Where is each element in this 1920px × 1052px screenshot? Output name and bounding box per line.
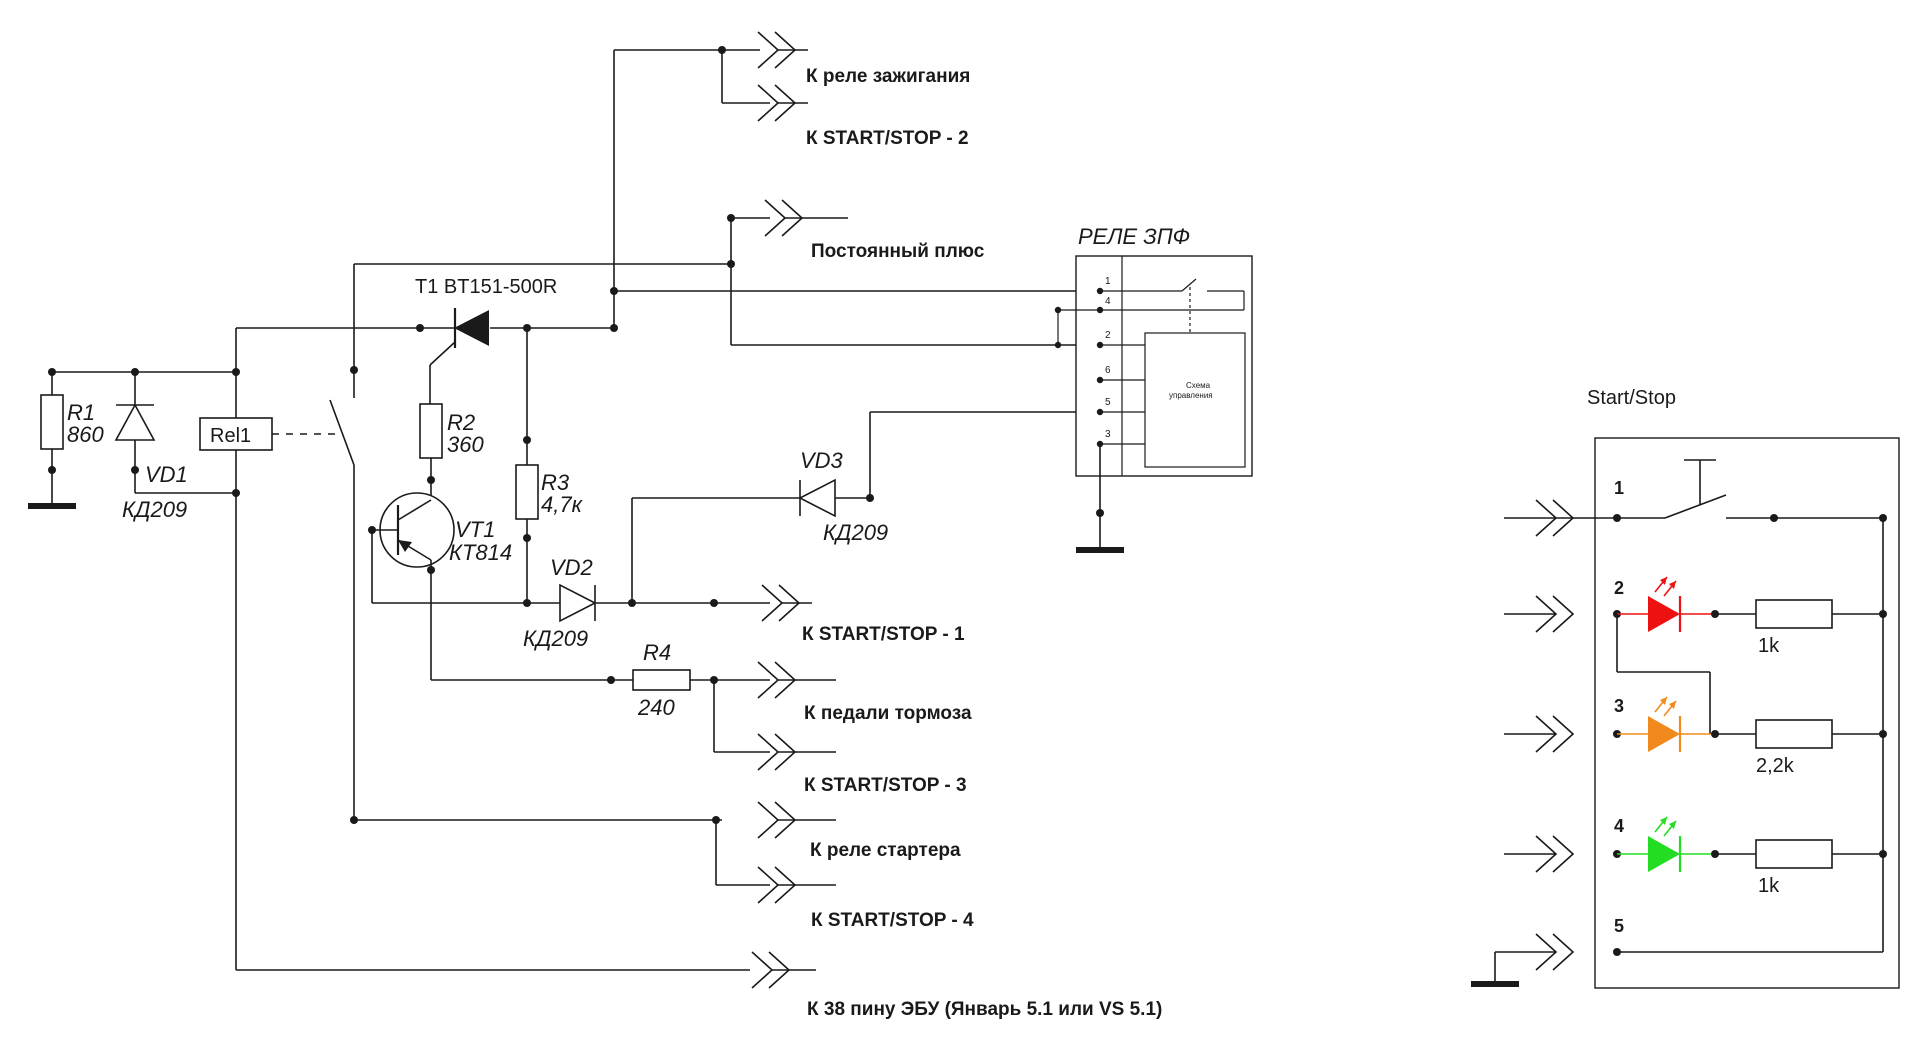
label-start-stop-1: К START/STOP - 1 <box>802 624 965 645</box>
relay-zpf: РЕЛЕ ЗПФ 1 4 2 6 5 3 <box>1054 224 1253 553</box>
pin3-label: 3 <box>1614 696 1624 716</box>
zpf-pin-6: 6 <box>1105 365 1111 376</box>
t1-label: T1 BT151-500R <box>415 276 557 298</box>
zpf-pin-4: 4 <box>1105 296 1111 307</box>
resistor-r4: R4 240 <box>431 640 770 753</box>
diode-vd1: VD1 КД209 <box>114 372 236 522</box>
start-stop-pin5: 5 <box>1471 916 1883 987</box>
connector-brake-pedal[interactable]: К педали тормоза <box>757 661 972 724</box>
vt1-type: КТ814 <box>449 540 512 565</box>
rel1-switch <box>329 264 722 824</box>
zpf-control-line2: управления <box>1169 391 1213 400</box>
vt1-name: VT1 <box>455 517 495 542</box>
start-stop-pin1: 1 <box>1504 459 1887 537</box>
r4-value: 240 <box>637 695 675 720</box>
resistor-1k-b: 1k <box>1758 875 1780 897</box>
vd1-name: VD1 <box>145 462 188 487</box>
wire-ignition <box>610 46 1100 328</box>
pin5-label: 5 <box>1614 916 1624 936</box>
resistor-1k-a: 1k <box>1758 635 1780 657</box>
pin4-label: 4 <box>1614 816 1624 836</box>
wire-const-plus-top <box>354 214 1100 346</box>
thyristor-t1: T1 BT151-500R <box>415 276 618 404</box>
zpf-pin-2: 2 <box>1105 330 1111 341</box>
pin2-label: 2 <box>1614 578 1624 598</box>
r4-name: R4 <box>643 640 671 665</box>
label-ecu-pin38: К 38 пину ЭБУ (Январь 5.1 или VS 5.1) <box>807 999 1162 1020</box>
vd2-name: VD2 <box>550 555 593 580</box>
connector-constant-plus[interactable]: Постоянный плюс <box>764 199 985 262</box>
wire-starter <box>712 816 770 886</box>
r1-value: 860 <box>67 422 104 447</box>
label-start-stop-3: К START/STOP - 3 <box>804 775 967 796</box>
zpf-pin-3: 3 <box>1105 429 1111 440</box>
connector-start-stop-3[interactable]: К START/STOP - 3 <box>757 733 967 796</box>
start-stop-panel: Start/Stop 1 2 <box>1471 387 1900 989</box>
diode-vd2: VD2 КД209 <box>523 555 770 651</box>
rel1-label: Rel1 <box>210 425 251 447</box>
r2-value: 360 <box>447 432 484 457</box>
zpf-control-line1: Схема <box>1186 381 1211 390</box>
vd2-type: КД209 <box>523 626 588 651</box>
pin1-label: 1 <box>1614 478 1624 498</box>
label-start-stop-2: К START/STOP - 2 <box>806 128 969 149</box>
start-stop-pin4: 4 1k <box>1504 816 1887 897</box>
led-orange-icon <box>1648 716 1680 752</box>
vd1-type: КД209 <box>122 497 187 522</box>
label-start-stop-4: К START/STOP - 4 <box>811 910 974 931</box>
diode-vd3: VD3 КД209 <box>631 411 1100 603</box>
label-brake-pedal: К педали тормоза <box>804 703 972 724</box>
zpf-pin-1: 1 <box>1105 276 1111 287</box>
connector-start-stop-2[interactable]: К START/STOP - 2 <box>757 84 969 149</box>
supply-wire-left <box>48 368 240 376</box>
transistor-vt1: VT1 КТ814 <box>368 492 560 680</box>
zpf-pin-5: 5 <box>1105 397 1111 408</box>
connector-start-stop-1[interactable]: К START/STOP - 1 <box>761 584 965 645</box>
r1-name: R1 <box>67 400 95 425</box>
label-constant-plus: Постоянный плюс <box>811 241 985 262</box>
relay-rel1: Rel1 <box>199 372 340 970</box>
r3-value: 4,7к <box>541 492 584 517</box>
vd3-name: VD3 <box>800 448 844 473</box>
resistor-2-2k: 2,2k <box>1756 755 1795 777</box>
connector-starter-relay[interactable]: К реле стартера <box>757 801 961 861</box>
connector-start-stop-4[interactable]: К START/STOP - 4 <box>757 866 974 931</box>
connector-ignition[interactable]: К реле зажигания <box>757 31 970 87</box>
connector-ecu-pin38[interactable]: К 38 пину ЭБУ (Январь 5.1 или VS 5.1) <box>751 951 1162 1020</box>
r3-name: R3 <box>541 470 570 495</box>
label-ignition-relay: К реле зажигания <box>806 66 970 87</box>
start-stop-pin2: 2 1k <box>1504 576 1887 734</box>
resistor-r3: R3 4,7к <box>515 328 584 603</box>
relay-zpf-title: РЕЛЕ ЗПФ <box>1078 224 1190 249</box>
vd3-type: КД209 <box>823 520 888 545</box>
resistor-r2: R2 360 <box>419 403 484 500</box>
wire-t1-gate-line <box>235 324 455 372</box>
start-stop-pin3: 3 2,2k <box>1504 696 1887 777</box>
led-red-icon <box>1648 596 1680 632</box>
resistor-r1: R1 860 <box>40 394 104 474</box>
led-green-icon <box>1648 836 1680 872</box>
r2-name: R2 <box>447 410 475 435</box>
label-starter-relay: К реле стартера <box>810 840 961 861</box>
start-stop-title: Start/Stop <box>1587 387 1676 409</box>
